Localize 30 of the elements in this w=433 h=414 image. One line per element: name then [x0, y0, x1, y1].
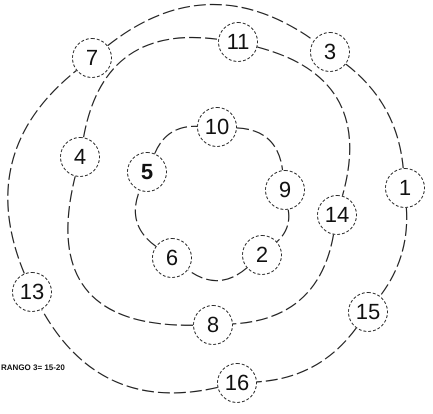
- dashed-connector: [236, 127, 284, 170]
- node-number: 13: [20, 279, 44, 305]
- dashed-connector: [256, 328, 357, 382]
- node-number: 6: [166, 245, 178, 271]
- node-number: 2: [256, 242, 268, 268]
- node-number: 15: [356, 299, 380, 325]
- dashed-connector: [41, 309, 218, 394]
- node-number: 5: [140, 159, 154, 185]
- dashed-connector: [154, 126, 198, 154]
- node-number: 10: [204, 114, 230, 140]
- dashed-connector: [82, 37, 218, 138]
- numbered-circle: [72, 38, 112, 78]
- dashed-connector: [380, 208, 408, 296]
- node-number: 7: [86, 45, 98, 71]
- dashed-connector: [257, 46, 350, 196]
- node-number: 16: [224, 370, 250, 396]
- dashed-connector: [346, 64, 404, 168]
- node-number: 14: [324, 202, 350, 228]
- dashed-connector: [232, 234, 334, 324]
- dashed-connector: [7, 70, 77, 274]
- numbered-circle: [310, 32, 350, 72]
- node-number: 9: [278, 177, 292, 203]
- node-number: 8: [206, 312, 220, 338]
- note-text: RANGO 3= 15-20: [1, 363, 65, 372]
- node-number: 4: [74, 144, 86, 170]
- dashed-connector: [276, 210, 290, 242]
- node-number: 3: [324, 39, 336, 65]
- node-number: 11: [226, 29, 250, 55]
- node-number: 1: [398, 175, 412, 201]
- dashed-connector: [67, 176, 194, 326]
